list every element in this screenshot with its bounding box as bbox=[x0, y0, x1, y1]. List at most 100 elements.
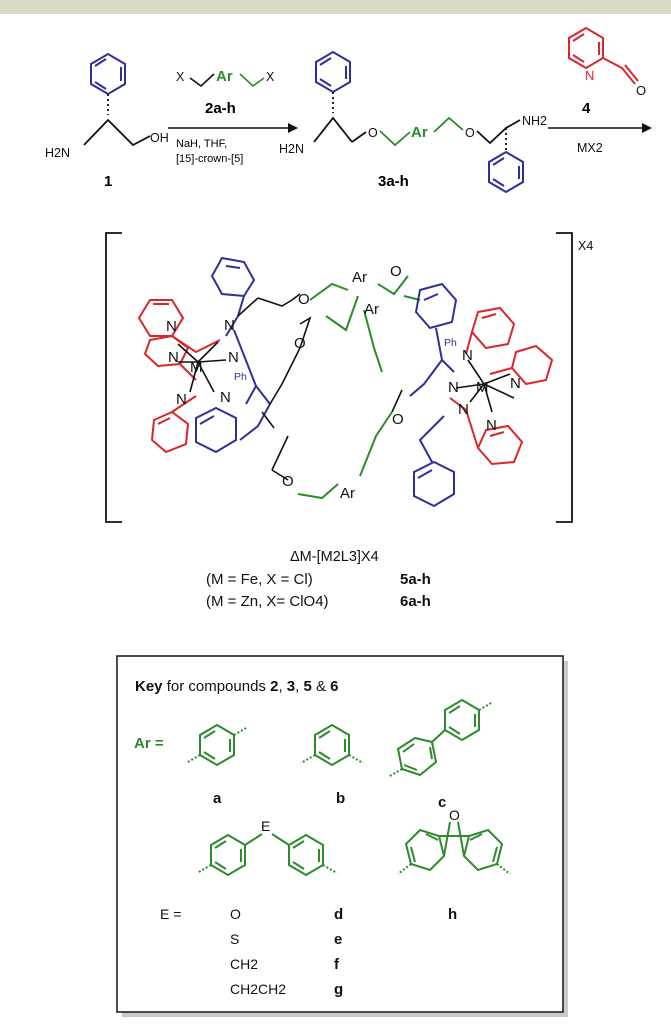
linker-o-2: O bbox=[294, 335, 306, 352]
left-n-2: N bbox=[224, 317, 235, 334]
fe-caption: (M = Fe, X = Cl) bbox=[206, 571, 313, 588]
reagent-4-n: N bbox=[585, 68, 594, 83]
key-title: Key for compounds 2, 3, 5 & 6 bbox=[135, 678, 339, 695]
reagent-2-number: 2a-h bbox=[205, 100, 236, 117]
right-ph-label: Ph bbox=[444, 337, 457, 349]
right-n-3: N bbox=[510, 375, 521, 392]
reagent-right-arm bbox=[239, 73, 265, 88]
linker-o-1: O bbox=[298, 291, 310, 308]
label-a: a bbox=[213, 790, 222, 807]
key-title-rest: for compounds bbox=[163, 678, 271, 695]
compound-3-left-backbone bbox=[313, 116, 353, 143]
right-n-5: N bbox=[486, 417, 497, 434]
linker-o-5: O bbox=[390, 263, 402, 280]
compound-3-right-backbone bbox=[476, 119, 521, 145]
ar-c-structure bbox=[387, 698, 494, 778]
right-metal-m: M bbox=[476, 379, 489, 396]
green-ar-linkers bbox=[297, 275, 421, 500]
reagent-2-structure: X Ar X 2a-h bbox=[176, 68, 275, 117]
left-n-1: N bbox=[166, 318, 177, 335]
fe-compounds: 5a-h bbox=[400, 571, 431, 588]
dibenzofuran-o: O bbox=[449, 807, 460, 823]
e-value-o: O bbox=[230, 906, 241, 922]
reagent-4-o: O bbox=[636, 83, 646, 98]
ar-a-structure bbox=[185, 723, 249, 767]
compound-3-h2n: H2N bbox=[279, 142, 304, 156]
compound-1-structure: H2N OH 1 bbox=[45, 52, 169, 190]
left-metal-bonds bbox=[177, 297, 293, 429]
label-b: b bbox=[336, 790, 345, 807]
left-n-6: N bbox=[220, 389, 231, 406]
right-n-1: N bbox=[462, 347, 473, 364]
compound-1-number: 1 bbox=[104, 173, 112, 190]
compound-3-number: 3a-h bbox=[378, 173, 409, 190]
conditions-line-1: NaH, THF, bbox=[176, 138, 227, 150]
ar-b-structure bbox=[300, 723, 364, 767]
left-bracket bbox=[105, 232, 122, 523]
key-box-frame bbox=[116, 655, 564, 1013]
compound-3-nh2: NH2 bbox=[522, 114, 547, 128]
reaction-arrow-1 bbox=[168, 123, 298, 133]
key-c6: 6 bbox=[330, 678, 338, 695]
e-value-ch2ch2: CH2CH2 bbox=[230, 981, 286, 997]
bond bbox=[433, 116, 464, 133]
linker-ar-3: Ar bbox=[340, 485, 355, 502]
linker-ar-2: Ar bbox=[352, 269, 367, 286]
reagent-ar-label: Ar bbox=[216, 68, 233, 85]
key-box: Key for compounds 2, 3, 5 & 6 Ar = a b bbox=[116, 655, 568, 1017]
ar-bridged-structure bbox=[196, 833, 338, 877]
conditions-line-2: [15]-crown-[5] bbox=[176, 153, 243, 165]
zn-caption: (M = Zn, X= ClO4) bbox=[206, 593, 329, 610]
compound-1-backbone bbox=[83, 118, 151, 147]
mx2-conditions: MX2 bbox=[577, 141, 603, 155]
right-n-4: N bbox=[458, 401, 469, 418]
linker-ar-1: Ar bbox=[364, 301, 379, 318]
label-e: e bbox=[334, 931, 342, 948]
compound-3-right-phenyl bbox=[488, 150, 524, 194]
compound-3-o-right: O bbox=[465, 126, 475, 140]
reagent-4-structure: N O 4 bbox=[568, 26, 646, 117]
left-metal-m: M bbox=[190, 359, 203, 376]
reagent-x-left: X bbox=[176, 70, 185, 84]
linker-ether-bonds bbox=[269, 293, 403, 481]
key-c3: 3 bbox=[287, 678, 295, 695]
h2n-label: H2N bbox=[45, 146, 70, 160]
linker-o-4: O bbox=[392, 411, 404, 428]
left-n-5: N bbox=[176, 391, 187, 408]
bond bbox=[351, 131, 367, 143]
compound-3-ar: Ar bbox=[411, 124, 428, 141]
zn-compounds: 6a-h bbox=[400, 593, 431, 610]
right-bracket bbox=[556, 232, 573, 523]
key-amp: & bbox=[312, 678, 330, 695]
right-pyridine-rings bbox=[449, 306, 554, 466]
key-sep1: , bbox=[278, 678, 286, 695]
right-phenyl-rings bbox=[413, 282, 458, 508]
top-border-bar bbox=[0, 0, 671, 14]
left-n-4: N bbox=[228, 349, 239, 366]
key-c2: 2 bbox=[270, 678, 278, 695]
label-c: c bbox=[438, 794, 446, 811]
right-n-2: N bbox=[448, 379, 459, 396]
compound-3-o-left: O bbox=[368, 126, 378, 140]
helicate-complex: X4 bbox=[105, 232, 593, 523]
compound-3-structure: H2N O Ar O NH2 3a-h bbox=[279, 50, 547, 194]
counterion-x4: X4 bbox=[578, 239, 593, 253]
label-h: h bbox=[448, 906, 457, 923]
left-ph-label: Ph bbox=[234, 371, 247, 383]
reaction-arrow-2 bbox=[548, 123, 652, 133]
bridge-e-label: E bbox=[261, 818, 270, 834]
key-sep2: , bbox=[295, 678, 303, 695]
reagent-4-number: 4 bbox=[582, 100, 591, 117]
label-f: f bbox=[334, 956, 340, 973]
e-equals: E = bbox=[160, 906, 181, 922]
ar-h-structure bbox=[397, 821, 511, 875]
linker-o-3: O bbox=[282, 473, 294, 490]
compound-3-left-phenyl bbox=[315, 50, 351, 94]
ar-equals: Ar = bbox=[134, 735, 164, 752]
complex-formula: ΔM-[M2L3]X4 bbox=[290, 549, 379, 565]
key-title-key: Key bbox=[135, 678, 163, 695]
right-blue-backbone bbox=[409, 327, 455, 463]
oh-label: OH bbox=[150, 131, 169, 145]
e-value-s: S bbox=[230, 931, 239, 947]
